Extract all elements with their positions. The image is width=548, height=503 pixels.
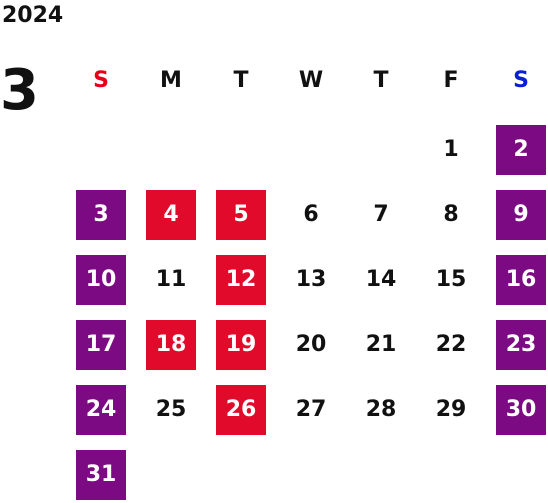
calendar-day[interactable]: 26 <box>216 385 266 435</box>
calendar-day[interactable]: 18 <box>146 320 196 370</box>
calendar-day[interactable]: 8 <box>443 202 459 227</box>
calendar-day[interactable]: 3 <box>76 190 126 240</box>
weekday-header: T <box>373 68 389 93</box>
calendar-day[interactable]: 2 <box>496 125 546 175</box>
weekday-header: T <box>233 68 249 93</box>
calendar-day[interactable]: 25 <box>155 397 187 422</box>
calendar-day[interactable]: 20 <box>295 332 327 357</box>
calendar-day[interactable]: 17 <box>76 320 126 370</box>
weekday-header: W <box>298 68 324 93</box>
calendar-day[interactable]: 28 <box>365 397 397 422</box>
calendar-day[interactable]: 9 <box>496 190 546 240</box>
weekday-header: F <box>443 68 459 93</box>
calendar-day[interactable]: 21 <box>365 332 397 357</box>
weekday-header: M <box>160 68 182 93</box>
calendar-day[interactable]: 30 <box>496 385 546 435</box>
calendar-day[interactable]: 6 <box>303 202 319 227</box>
calendar-day[interactable]: 19 <box>216 320 266 370</box>
calendar-day[interactable]: 27 <box>295 397 327 422</box>
calendar-day[interactable]: 11 <box>155 267 187 292</box>
calendar-day[interactable]: 22 <box>435 332 467 357</box>
month-number: 3 <box>0 58 39 123</box>
weekday-header: S <box>513 68 529 93</box>
calendar-day[interactable]: 5 <box>216 190 266 240</box>
calendar-day[interactable]: 16 <box>496 255 546 305</box>
calendar-day[interactable]: 15 <box>435 267 467 292</box>
calendar-day[interactable]: 12 <box>216 255 266 305</box>
calendar-day[interactable]: 29 <box>435 397 467 422</box>
calendar-day[interactable]: 23 <box>496 320 546 370</box>
year-label: 2024 <box>2 3 64 28</box>
calendar-day[interactable]: 13 <box>295 267 327 292</box>
calendar-day[interactable]: 24 <box>76 385 126 435</box>
calendar-day[interactable]: 10 <box>76 255 126 305</box>
calendar-day[interactable]: 7 <box>373 202 389 227</box>
weekday-header: S <box>93 68 109 93</box>
calendar-day[interactable]: 31 <box>76 450 126 500</box>
calendar-day[interactable]: 14 <box>365 267 397 292</box>
calendar-day[interactable]: 1 <box>443 137 459 162</box>
calendar-day[interactable]: 4 <box>146 190 196 240</box>
